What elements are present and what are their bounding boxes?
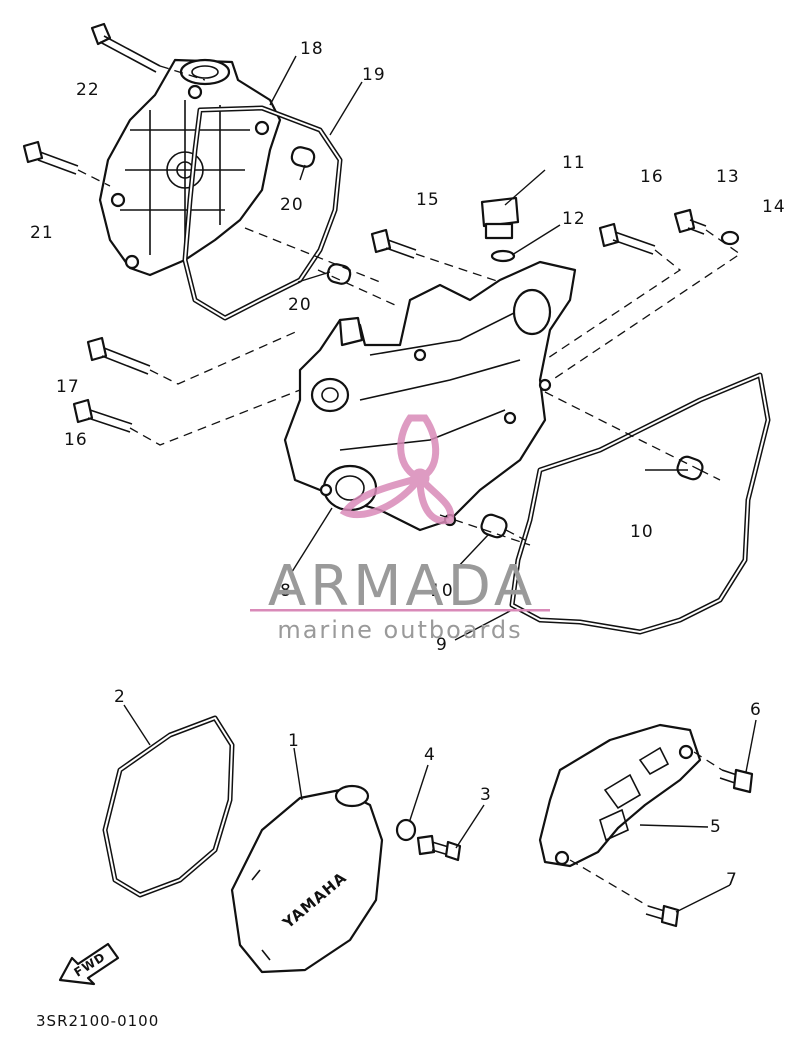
callout-21: 21: [30, 223, 54, 243]
oil-filler-cap-part: [480, 196, 520, 263]
callout-14: 14: [762, 197, 786, 217]
callout-17: 17: [56, 377, 80, 397]
clutch-cover-part: [98, 58, 282, 277]
callout-13: 13: [716, 167, 740, 187]
callout-16a: 16: [640, 167, 664, 187]
callout-20b: 20: [288, 295, 312, 315]
callout-16b: 16: [64, 430, 88, 450]
callout-11: 11: [562, 153, 586, 173]
sprocket-guard-part: [538, 723, 702, 868]
forward-direction-arrow: FWD: [58, 942, 120, 986]
callout-12: 12: [562, 209, 586, 229]
callout-19: 19: [362, 65, 386, 85]
watermark-brand: ARMADA: [268, 554, 536, 619]
watermark: ARMADA marine outboards: [250, 414, 550, 644]
watermark-divider: [250, 609, 550, 612]
crankcase-cover-part: [283, 260, 577, 532]
leader-lines: [269, 55, 688, 641]
crankcase-cover-gasket-part: [509, 372, 771, 635]
propeller-logo-icon: [339, 414, 455, 525]
bolt-part: [370, 208, 740, 259]
callout-18: 18: [300, 39, 324, 59]
diagram-code: 3SR2100-0100: [36, 1012, 159, 1030]
callout-10b: 10: [430, 581, 454, 601]
assembly-lines: [77, 65, 742, 546]
callout-10a: 10: [630, 522, 654, 542]
bolt-part: [72, 336, 151, 433]
callout-1: 1: [288, 731, 300, 751]
callout-labels: 18 19 22 21 20 20 11 12 15 16 13 14 17 1…: [30, 39, 786, 890]
callout-22: 22: [76, 80, 100, 100]
callout-5: 5: [710, 817, 722, 837]
clutch-cover-gasket-part: [182, 105, 343, 321]
bolt-part: [22, 22, 161, 175]
callout-2: 2: [114, 687, 126, 707]
callout-8: 8: [280, 581, 292, 601]
watermark-tagline: marine outboards: [277, 616, 522, 644]
callout-3: 3: [480, 785, 492, 805]
callout-9: 9: [436, 635, 448, 655]
leader-lines: [123, 704, 757, 913]
stator-cover-part: YAMAHA: [230, 784, 384, 974]
bolt-part: [395, 818, 462, 862]
callout-4: 4: [424, 745, 436, 765]
dowel-pin-part: [290, 146, 352, 285]
callout-7: 7: [726, 870, 738, 890]
dowel-pin-part: [480, 455, 704, 539]
callout-20a: 20: [280, 195, 304, 215]
bolt-part: [569, 751, 754, 928]
callout-6: 6: [750, 700, 762, 720]
stator-cover-gasket-part: [102, 715, 235, 898]
callout-15: 15: [416, 190, 440, 210]
